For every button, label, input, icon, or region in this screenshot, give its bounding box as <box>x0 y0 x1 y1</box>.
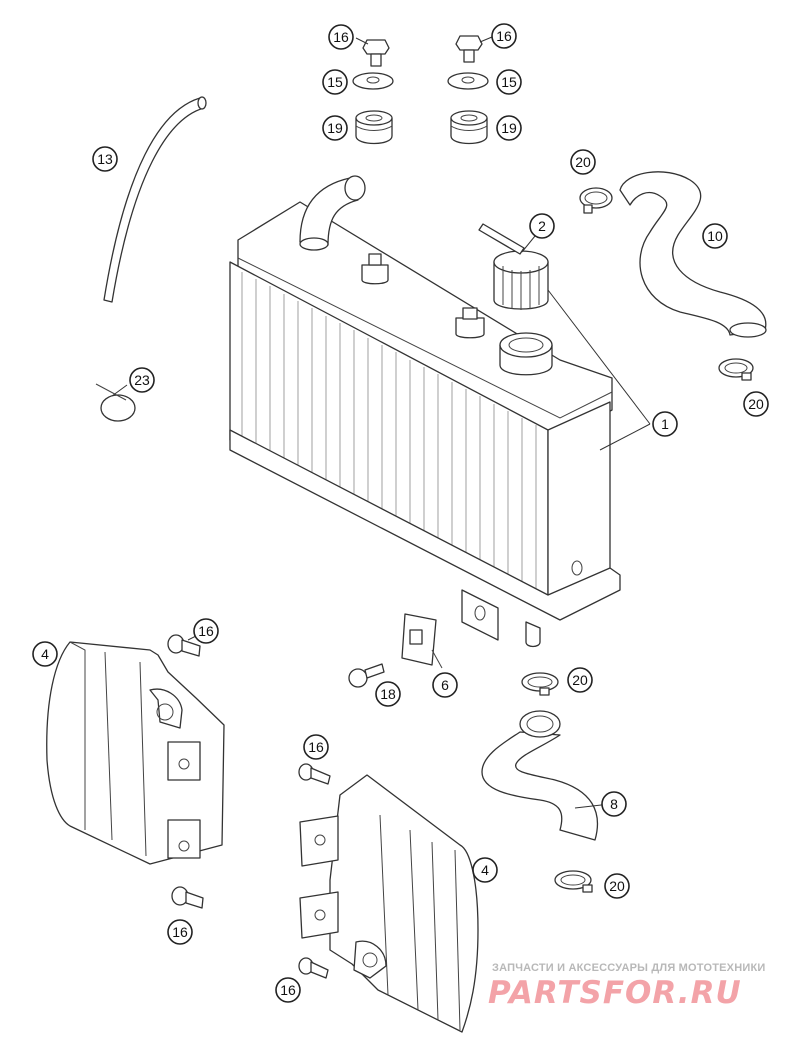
callout: 6 <box>432 672 458 698</box>
radiator <box>229 175 621 648</box>
watermark-logo: PARTSFOR.RU <box>488 975 742 1011</box>
clip-nut <box>401 613 443 669</box>
callout: 16 <box>303 734 329 760</box>
callout-label: 4 <box>41 646 49 662</box>
watermark-tagline: ЗАПЧАСТИ И АКСЕССУАРЫ ДЛЯ МОТОТЕХНИКИ <box>492 962 766 974</box>
callout: 4 <box>472 857 498 883</box>
radiator-cap <box>478 223 549 310</box>
leader-lines <box>111 36 651 809</box>
callout-label: 23 <box>134 372 150 388</box>
callout-label: 20 <box>748 396 764 412</box>
callout: 2 <box>529 213 555 239</box>
callout: 19 <box>322 115 348 141</box>
callout: 8 <box>601 791 627 817</box>
callout-label: 19 <box>327 120 343 136</box>
callout-label: 16 <box>333 29 349 45</box>
washer-right <box>447 72 489 90</box>
callout-label: 4 <box>481 862 489 878</box>
top-bolt-right <box>455 35 483 63</box>
radiator-core-fins <box>241 272 537 598</box>
callout-label: 16 <box>308 739 324 755</box>
callout: 10 <box>702 223 728 249</box>
hose-clamp-upper-1 <box>579 187 613 214</box>
callout-label: 13 <box>97 151 113 167</box>
callout-label: 15 <box>327 74 343 90</box>
callout: 19 <box>496 115 522 141</box>
guard-bolt-4 <box>298 957 329 979</box>
callout: 20 <box>743 391 769 417</box>
callout-label: 16 <box>198 623 214 639</box>
callout-label: 16 <box>280 982 296 998</box>
callout-label: 8 <box>610 796 618 812</box>
upper-hose <box>619 171 767 338</box>
callout-label: 18 <box>380 686 396 702</box>
callout: 16 <box>328 24 354 50</box>
callout: 18 <box>375 681 401 707</box>
callout-label: 15 <box>501 74 517 90</box>
callout-label: 16 <box>496 28 512 44</box>
radiator-guard-right <box>299 774 479 1033</box>
radiator-guard-left <box>46 641 225 865</box>
breather-hose <box>103 96 207 303</box>
callout-label: 20 <box>575 154 591 170</box>
callout: 23 <box>129 367 155 393</box>
washer-left <box>352 72 394 90</box>
callout: 4 <box>32 641 58 667</box>
callout: 16 <box>275 977 301 1003</box>
callout: 15 <box>496 69 522 95</box>
callout: 16 <box>167 919 193 945</box>
callout-label: 20 <box>609 878 625 894</box>
cable-tie <box>95 383 136 422</box>
callout: 20 <box>567 667 593 693</box>
callout: 20 <box>570 149 596 175</box>
hose-clamp-upper-2 <box>718 358 754 381</box>
grommet-left <box>355 110 393 145</box>
callout-label: 10 <box>707 228 723 244</box>
lower-hose <box>481 710 599 841</box>
callout-label: 2 <box>538 218 546 234</box>
callout: 20 <box>604 873 630 899</box>
top-bolt-left <box>362 39 390 67</box>
guard-bolt-1 <box>167 634 201 657</box>
guard-bolt-2 <box>171 886 204 909</box>
callout-label: 20 <box>572 672 588 688</box>
callout: 13 <box>92 146 118 172</box>
screw-bracket <box>348 663 385 688</box>
callout: 16 <box>491 23 517 49</box>
callout: 1 <box>652 411 678 437</box>
callout-label: 1 <box>661 416 669 432</box>
hose-clamp-lower-2 <box>554 870 593 893</box>
callout: 16 <box>193 618 219 644</box>
callout-label: 19 <box>501 120 517 136</box>
grommet-right <box>450 110 488 145</box>
hose-clamp-lower-1 <box>521 672 559 696</box>
callout-label: 6 <box>441 677 449 693</box>
callout: 15 <box>322 69 348 95</box>
callout-label: 16 <box>172 924 188 940</box>
guard-bolt-3 <box>298 763 331 785</box>
